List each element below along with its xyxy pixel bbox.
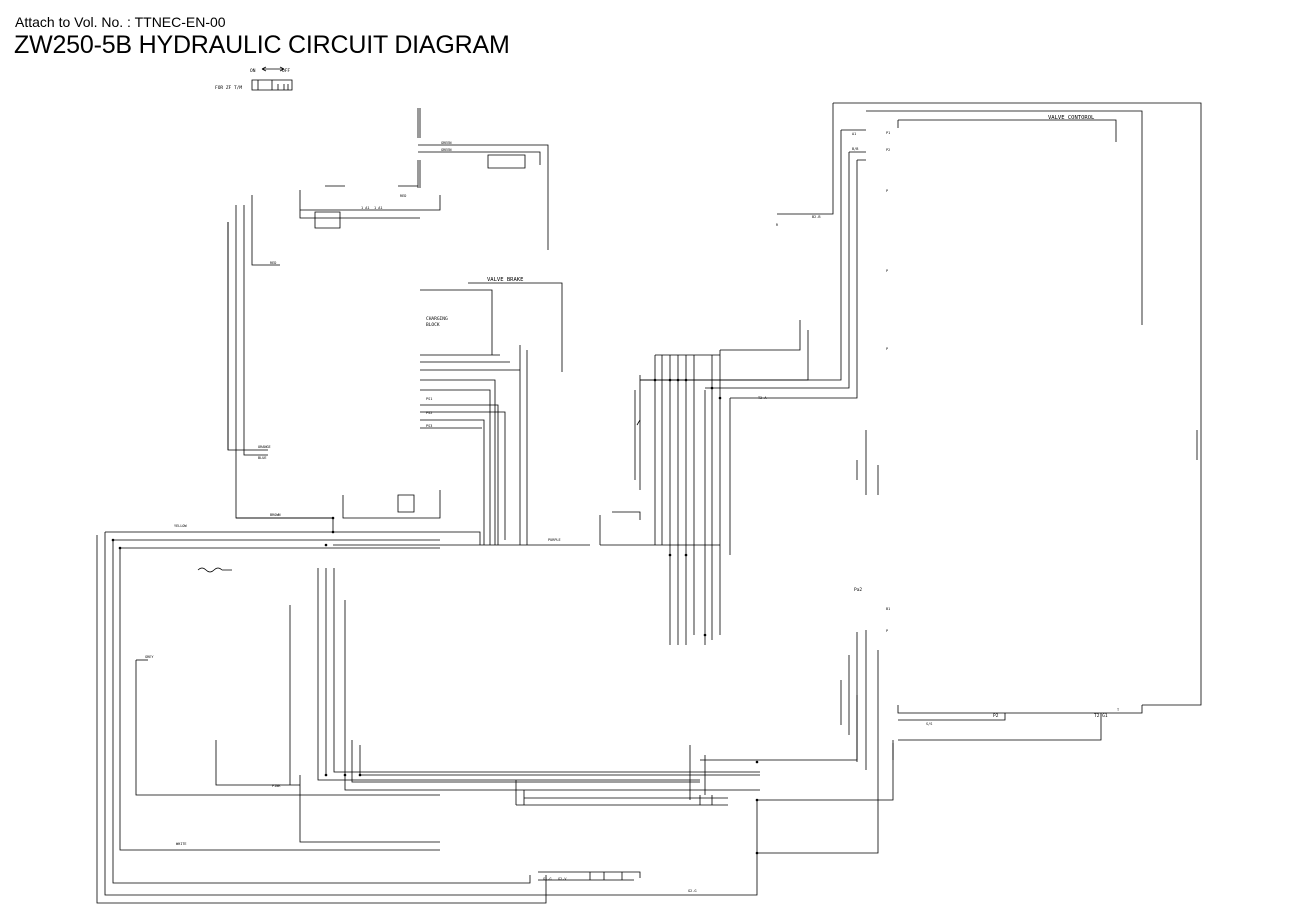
ps3-label: PS3 — [426, 424, 432, 428]
hose-label: YELLOW — [174, 524, 188, 528]
diagram-title: ZW250-5B HYDRAULIC CIRCUIT DIAGRAM — [14, 31, 510, 59]
b1-label: B1 — [886, 607, 890, 611]
bottom-port-label: G2-V — [558, 877, 567, 881]
switch-body — [251, 79, 293, 91]
for-zf-label: FOR ZF T/M — [215, 85, 242, 91]
left-return-loop — [96, 535, 547, 904]
ps1-label: PS1 — [426, 397, 432, 401]
hose-label: ORANGE — [258, 445, 271, 449]
hose-label: RED — [400, 194, 406, 198]
port-label: P — [886, 269, 888, 273]
switch-off-label: OFF — [282, 68, 290, 74]
switch-arrow — [261, 66, 285, 72]
ps2-label: PS2 — [426, 411, 432, 415]
hose-label: WHITE — [176, 842, 187, 846]
charging-label: CHARGING — [426, 316, 448, 322]
port-label: P — [886, 347, 888, 351]
port-b1-label: 1 A1 — [374, 206, 382, 210]
hose-label: RED — [270, 261, 276, 265]
small-label: B/B — [852, 147, 858, 151]
port-label: T — [1117, 708, 1120, 712]
small-label: B2-B — [812, 215, 820, 219]
port-label: P — [886, 629, 888, 633]
hose-label: PINK — [272, 784, 281, 788]
valve-brake-label: VALVE BRAKE — [487, 277, 523, 283]
pa2-label: Pa2 — [854, 587, 862, 593]
small-label: T2-A — [758, 396, 767, 400]
port-label: R — [776, 223, 779, 227]
valve-control-outline — [833, 102, 1202, 706]
port-label: P2 — [886, 148, 890, 152]
hose-label: PURPLE — [548, 538, 561, 542]
bottom-port-label: G1-G — [543, 877, 551, 881]
port-a1-label: 1 A1 — [361, 206, 369, 210]
valve-brake-box — [468, 282, 563, 372]
valve-control-label: VALVE CONTOROL — [1048, 115, 1095, 121]
small-label: S/S — [926, 722, 932, 726]
p2-label: P2 — [993, 713, 999, 719]
block-label: BLOCK — [426, 322, 440, 328]
switch-on-label: ON — [250, 68, 256, 74]
port-label: P — [886, 189, 888, 193]
hose-label: BLUE — [258, 456, 266, 460]
bottom-port-label: G2-G — [688, 889, 696, 893]
t2-g1-label: T2 G1 — [1094, 713, 1108, 719]
hose-label: BROWN — [270, 513, 281, 517]
small-label: A1 — [852, 132, 856, 136]
hose-label: GREEN — [441, 148, 452, 152]
attach-volume-note: Attach to Vol. No. : TTNEC-EN-00 — [15, 14, 226, 30]
port-label: P1 — [886, 131, 890, 135]
hose-label: GREEN — [441, 141, 452, 145]
hose-label: GREY — [145, 655, 154, 659]
